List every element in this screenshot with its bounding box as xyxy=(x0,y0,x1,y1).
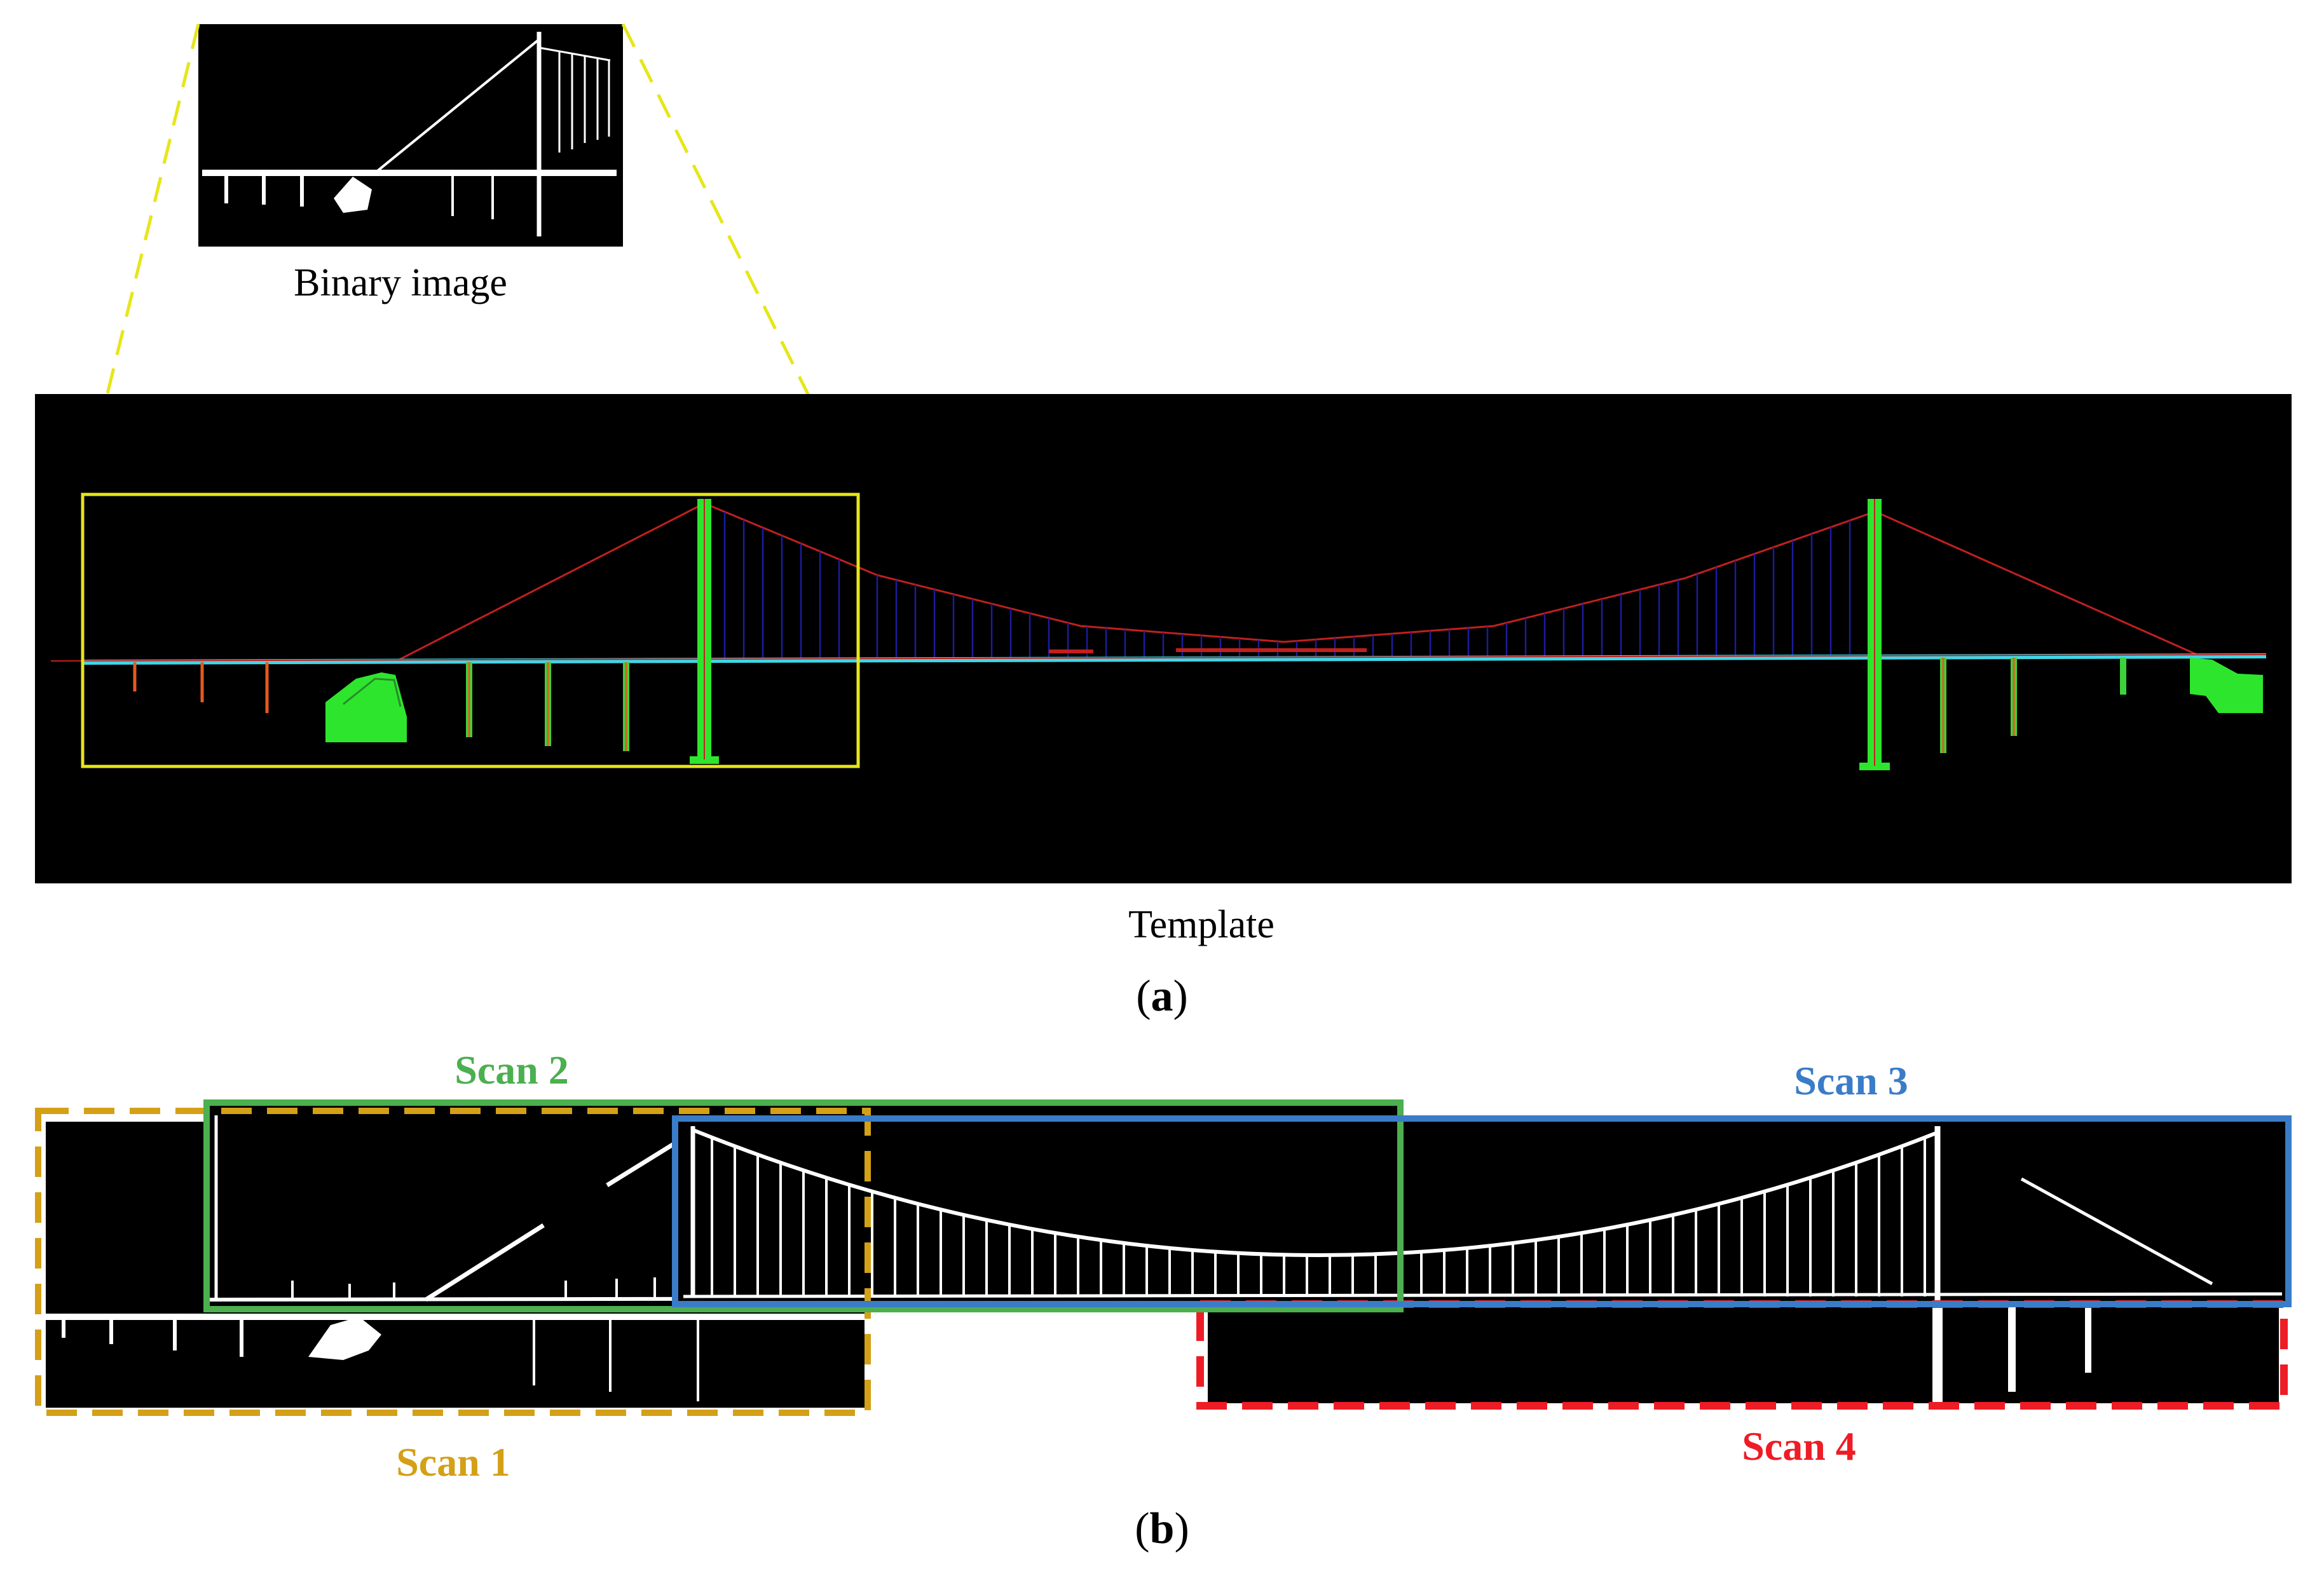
hangers xyxy=(723,512,1851,661)
left-piers xyxy=(81,662,629,751)
binary-image-inset xyxy=(198,24,623,247)
template-image xyxy=(35,394,2292,883)
right-piers xyxy=(1940,658,2126,753)
scan-1-box xyxy=(35,1108,871,1416)
bridge-deck xyxy=(82,653,2267,665)
scan-2-box xyxy=(203,1099,1404,1312)
panel-label-a: (a) xyxy=(1136,972,1188,1021)
scan-4-label: Scan 4 xyxy=(1742,1424,1856,1469)
right-anchorage xyxy=(2190,658,2263,713)
panel-label-b: (b) xyxy=(1135,1504,1189,1553)
scan-3-label: Scan 3 xyxy=(1794,1058,1908,1103)
template-caption: Template xyxy=(1128,903,1275,946)
zoom-box xyxy=(81,493,860,768)
scan-3-image xyxy=(677,1120,2288,1304)
left-anchorage xyxy=(325,672,407,742)
scan-1-label: Scan 1 xyxy=(396,1439,510,1485)
scan-3-box xyxy=(672,1115,2292,1307)
main-cable xyxy=(83,502,2267,663)
scan-4-image xyxy=(1208,1303,2279,1403)
binary-image-caption: Binary image xyxy=(294,261,507,304)
scan-2-label: Scan 2 xyxy=(455,1047,569,1092)
